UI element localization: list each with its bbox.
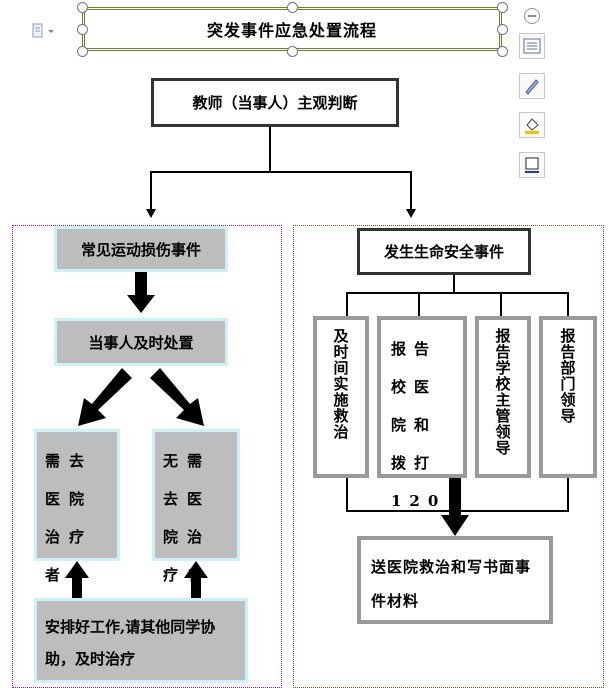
connector bbox=[346, 292, 348, 316]
treat-now-node: 及时间实施救治 bbox=[313, 316, 369, 478]
flow-title: 突发事件应急处置流程 bbox=[206, 21, 377, 40]
connector bbox=[346, 478, 348, 511]
arrange-help-label: 安排好工作,请其他同学协助，及时治疗 bbox=[45, 618, 216, 668]
collapse-icon[interactable] bbox=[523, 7, 541, 25]
resize-handle[interactable] bbox=[287, 2, 298, 13]
connector bbox=[453, 275, 455, 293]
hospital-report-node: 送医院救治和写书面事件材料 bbox=[357, 536, 553, 624]
life-safety-label: 发生生命安全事件 bbox=[383, 243, 504, 261]
thick-arrow bbox=[127, 272, 155, 313]
top-judgment-node: 教师（当事人）主观判断 bbox=[151, 78, 399, 127]
report-dept-label: 报告部门领导 bbox=[558, 328, 577, 424]
resize-handle[interactable] bbox=[77, 46, 88, 57]
fill-color-icon[interactable] bbox=[519, 112, 545, 138]
report-clinic-label: 报告校医院和拨打120 bbox=[391, 340, 447, 510]
resize-handle[interactable] bbox=[497, 2, 508, 13]
treat-now-label: 及时间实施救治 bbox=[331, 328, 350, 440]
connector bbox=[567, 292, 569, 316]
connector bbox=[150, 171, 152, 211]
life-safety-node: 发生生命安全事件 bbox=[357, 228, 531, 275]
thick-arrow bbox=[65, 561, 89, 600]
thick-arrow bbox=[150, 368, 204, 426]
report-school-label: 报告学校主管领导 bbox=[493, 328, 512, 456]
report-school-node: 报告学校主管领导 bbox=[475, 316, 531, 478]
top-judgment-label: 教师（当事人）主观判断 bbox=[192, 94, 358, 112]
sports-injury-label: 常见运动损伤事件 bbox=[80, 240, 201, 259]
no-hospital-node: 无需去医院治疗者 bbox=[152, 429, 240, 584]
connector bbox=[500, 292, 502, 316]
arrange-help-node: 安排好工作,请其他同学协助，及时治疗 bbox=[34, 598, 248, 683]
connector bbox=[410, 171, 412, 211]
report-dept-node: 报告部门领导 bbox=[539, 316, 597, 478]
arrow-head bbox=[406, 209, 416, 218]
thick-arrow bbox=[441, 478, 469, 536]
outline-icon[interactable] bbox=[519, 152, 545, 178]
immediate-care-node: 当事人及时处置 bbox=[54, 318, 228, 366]
shape-style-icon[interactable] bbox=[519, 73, 545, 99]
title-text-box[interactable]: 突发事件应急处置流程 bbox=[82, 7, 502, 51]
connector bbox=[567, 478, 569, 511]
thick-arrow bbox=[78, 368, 132, 426]
thick-arrow bbox=[184, 561, 208, 600]
connector bbox=[346, 292, 569, 294]
document-menu-icon[interactable] bbox=[30, 22, 58, 40]
hospital-report-label: 送医院救治和写书面事件材料 bbox=[371, 558, 532, 610]
connector bbox=[150, 171, 412, 173]
resize-handle[interactable] bbox=[497, 46, 508, 57]
arrow-head bbox=[146, 209, 156, 218]
need-hospital-label: 需去医院治疗者 bbox=[45, 452, 94, 584]
resize-handle[interactable] bbox=[287, 46, 298, 57]
need-hospital-node: 需去医院治疗者 bbox=[34, 429, 120, 584]
resize-handle[interactable] bbox=[77, 2, 88, 13]
immediate-care-label: 当事人及时处置 bbox=[88, 333, 194, 352]
report-clinic-node: 报告校医院和拨打120 bbox=[377, 316, 467, 510]
connector bbox=[418, 292, 420, 316]
connector bbox=[269, 127, 271, 172]
resize-handle[interactable] bbox=[497, 24, 508, 35]
sports-injury-node: 常见运动损伤事件 bbox=[54, 226, 228, 272]
resize-handle[interactable] bbox=[77, 24, 88, 35]
layout-options-icon[interactable] bbox=[519, 33, 545, 59]
